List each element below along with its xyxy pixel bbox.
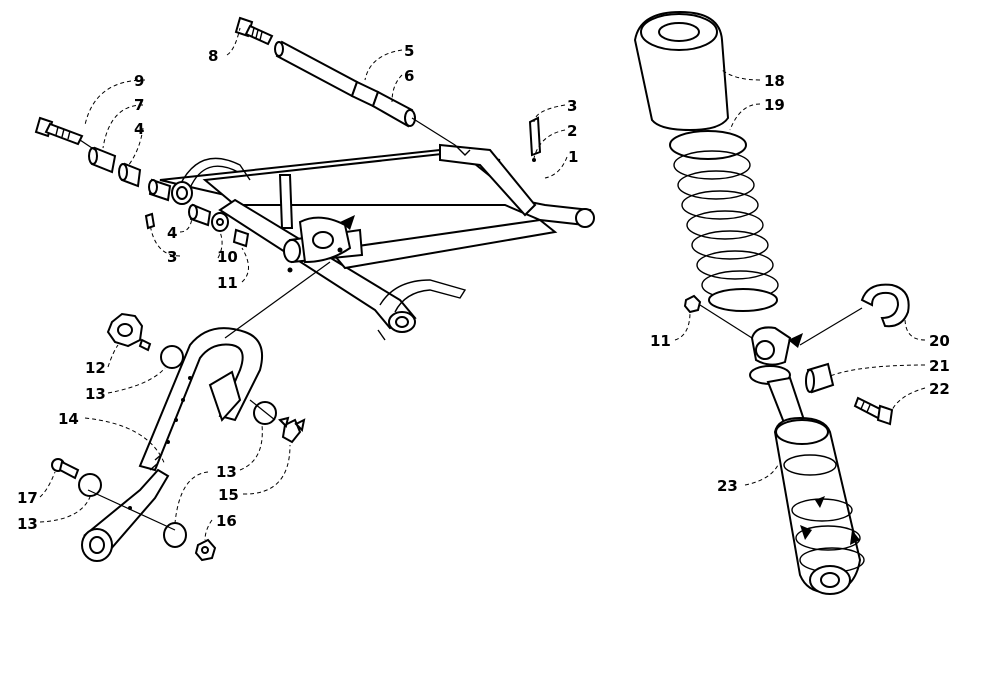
callout-labels: 1 2 3 3 4 4 5 6 7 8 9 10 11 11 12 13 13 … xyxy=(17,42,950,533)
callout-11: 11 xyxy=(650,332,671,350)
strap-assembly xyxy=(51,312,306,562)
bolt-9 xyxy=(34,116,84,146)
callout-20: 20 xyxy=(929,332,950,350)
callout-22: 22 xyxy=(929,380,950,398)
callout-10: 10 xyxy=(217,248,238,266)
callout-16: 16 xyxy=(216,512,237,530)
shaft-pin xyxy=(274,40,416,128)
callout-12: 12 xyxy=(85,359,106,377)
callout-21: 21 xyxy=(929,357,950,375)
callout-11: 11 xyxy=(217,274,238,292)
shock-assembly xyxy=(633,10,910,595)
callout-19: 19 xyxy=(764,96,785,114)
swing-arm-frame xyxy=(159,116,595,341)
callout-2: 2 xyxy=(567,122,577,140)
callout-8: 8 xyxy=(208,47,218,65)
bolt-8 xyxy=(234,16,274,46)
callout-17: 17 xyxy=(17,489,38,507)
pointer-arrow-left xyxy=(340,215,355,230)
callout-4: 4 xyxy=(134,120,144,138)
leader-lines xyxy=(39,27,926,541)
callout-13: 13 xyxy=(216,463,237,481)
callout-5: 5 xyxy=(404,42,414,60)
callout-13: 13 xyxy=(17,515,38,533)
pointer-arrow-right xyxy=(788,333,803,348)
spacers-left xyxy=(88,146,250,248)
coil-spring xyxy=(669,130,779,312)
callout-15: 15 xyxy=(218,486,239,504)
callout-9: 9 xyxy=(134,72,144,90)
callout-3: 3 xyxy=(567,97,577,115)
callout-1: 1 xyxy=(568,148,578,166)
callout-3: 3 xyxy=(167,248,177,266)
callout-13: 13 xyxy=(85,385,106,403)
callout-18: 18 xyxy=(764,72,785,90)
callout-6: 6 xyxy=(404,67,414,85)
callout-14: 14 xyxy=(58,410,79,428)
callout-23: 23 xyxy=(717,477,738,495)
callout-4: 4 xyxy=(167,224,177,242)
callout-7: 7 xyxy=(134,96,144,114)
